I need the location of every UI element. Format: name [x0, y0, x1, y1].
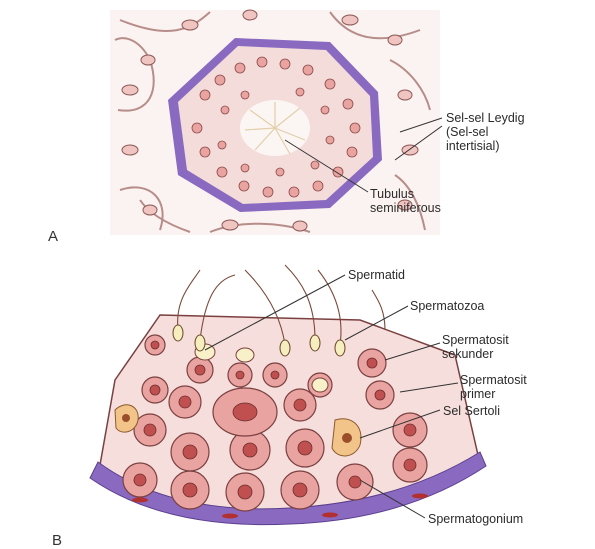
panel-label-b: B — [52, 532, 62, 549]
label-tubulus-line1: Tubulus — [370, 187, 414, 201]
label-leydig-line2: (Sel-sel — [446, 125, 488, 139]
label-spermatid: Spermatid — [348, 268, 405, 282]
label-spermatosit-primer-line2: primer — [460, 387, 495, 401]
label-tubulus-line2: seminiferous — [370, 201, 441, 215]
label-spermatosit-primer-line1: Spermatosit — [460, 373, 527, 387]
label-sel-sertoli: Sel Sertoli — [443, 404, 500, 418]
label-leydig-line1: Sel-sel Leydig — [446, 111, 525, 125]
label-spermatogonium: Spermatogonium — [428, 512, 523, 526]
label-spermatosit-sekunder-line2: sekunder — [442, 347, 493, 361]
label-spermatozoa: Spermatozoa — [410, 299, 484, 313]
panel-label-a: A — [48, 228, 58, 245]
label-leydig-line3: intertisial) — [446, 139, 500, 153]
label-spermatosit-sekunder-line1: Spermatosit — [442, 333, 509, 347]
